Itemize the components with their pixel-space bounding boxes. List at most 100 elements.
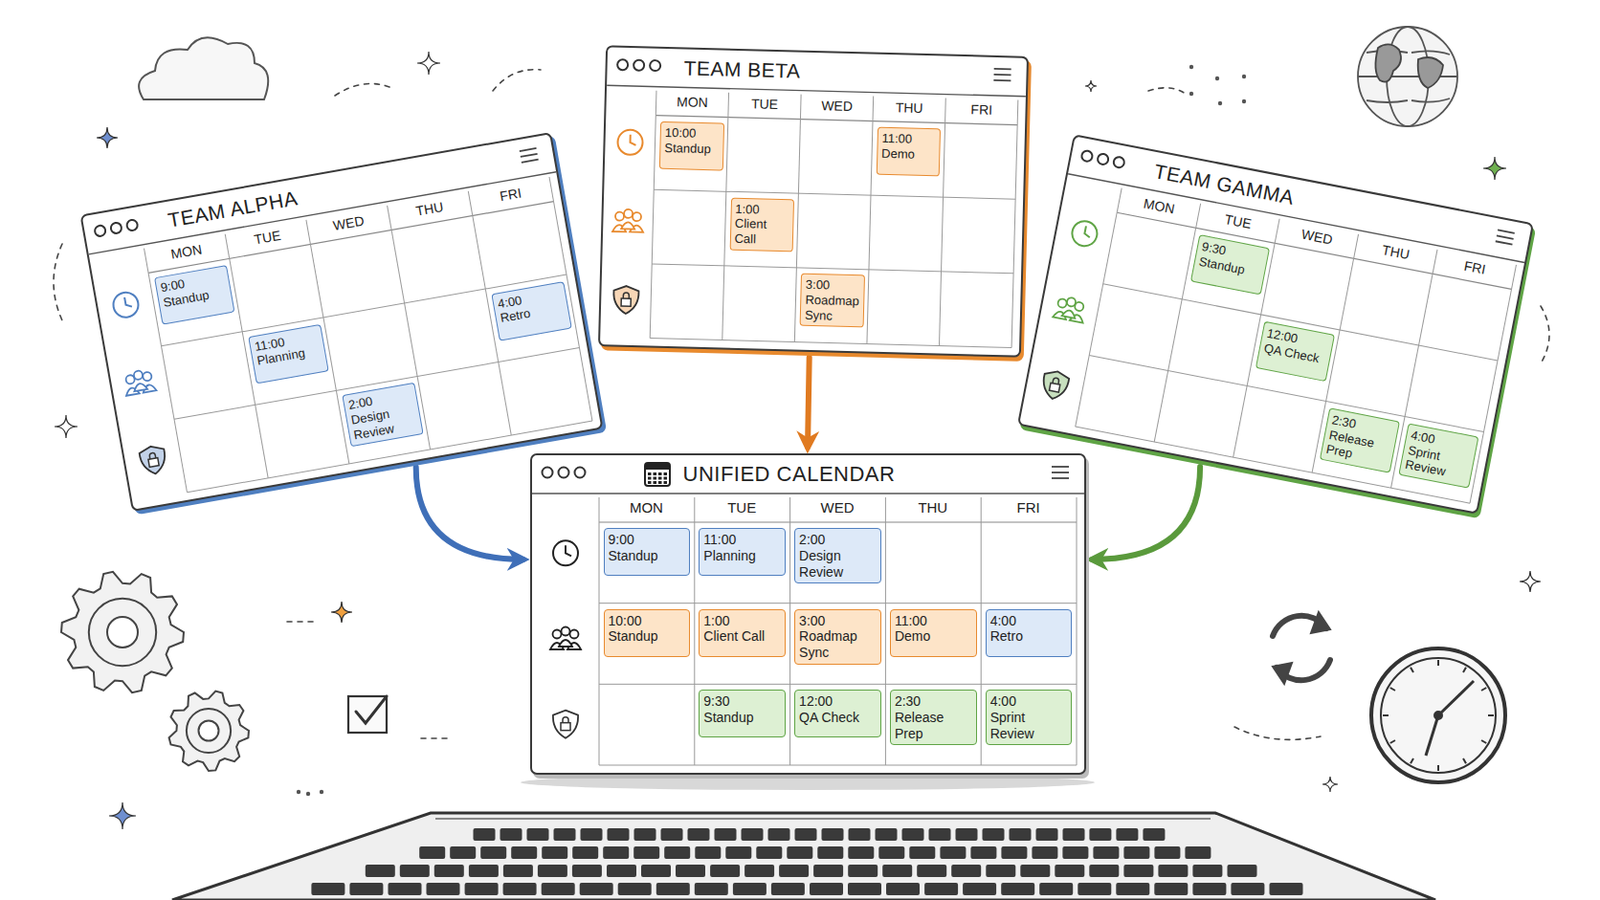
event-time: 11:00 — [881, 130, 936, 147]
window-dot — [574, 467, 585, 479]
key — [882, 865, 912, 878]
event-card: 2:30Release Prep — [889, 689, 978, 746]
key — [1157, 865, 1188, 878]
gear — [61, 572, 184, 693]
people-head — [552, 630, 561, 640]
event-card: 3:00Roadmap Sync — [800, 273, 866, 329]
event-title: Sprint Review — [990, 710, 1068, 743]
day-header: MON — [655, 91, 729, 112]
key — [1123, 865, 1154, 878]
grid-line — [1116, 212, 1512, 289]
grid-line — [1154, 203, 1200, 443]
people-body — [1062, 309, 1077, 319]
calendar-icon-cell — [658, 472, 663, 476]
key — [473, 828, 496, 842]
stand-shadow — [520, 775, 1095, 791]
menu-icon — [1051, 466, 1069, 468]
menu-icon — [1051, 471, 1069, 474]
key — [1088, 865, 1119, 878]
event-card: 9:30Standup — [698, 689, 786, 738]
event-card: 9:00Standup — [603, 528, 691, 577]
key — [1142, 828, 1165, 842]
event-time: 11:00 — [894, 613, 973, 630]
dot — [1215, 76, 1220, 81]
calendar-icon-cell — [647, 472, 652, 476]
sparkle-star — [417, 51, 441, 75]
key — [768, 828, 791, 842]
shield-icon — [613, 285, 640, 314]
calendar-icon-cell — [652, 472, 657, 476]
dot — [1242, 74, 1246, 79]
key — [970, 846, 997, 860]
event-card: 10:00Standup — [603, 609, 691, 658]
key — [733, 883, 767, 896]
key — [847, 846, 874, 860]
key — [1000, 883, 1035, 896]
key — [434, 865, 465, 878]
key — [480, 846, 507, 860]
key — [1269, 883, 1304, 896]
day-header: TUE — [693, 499, 790, 517]
event-title: Sprint Review — [1403, 443, 1471, 485]
key — [607, 828, 630, 842]
clock-pin — [1434, 711, 1443, 720]
key — [661, 828, 684, 842]
key — [985, 865, 1016, 878]
menu-icon — [1051, 477, 1069, 480]
event-title: Standup — [664, 139, 719, 156]
day-header: TUE — [1197, 205, 1280, 239]
key — [822, 828, 845, 842]
event-title: QA Check — [799, 710, 877, 727]
day-header: THU — [872, 97, 946, 117]
event-title: Retro — [990, 628, 1068, 645]
dot — [1189, 91, 1194, 96]
key — [955, 828, 978, 842]
event-time: 10:00 — [608, 613, 687, 630]
people-head — [1057, 298, 1068, 310]
event-card: 9:30Standup — [1190, 234, 1270, 295]
clock-hand — [1438, 681, 1474, 716]
event-card: 12:00QA Check — [794, 689, 882, 738]
event-title: Design Review — [799, 548, 877, 581]
grid-line — [649, 337, 1012, 348]
window-title: UNIFIED CALENDAR — [683, 463, 896, 487]
key — [449, 846, 476, 860]
clock-icon-hands — [565, 545, 572, 556]
day-header: WED — [800, 95, 874, 115]
squiggle — [1234, 727, 1321, 740]
calendar-icon-cell — [652, 477, 657, 481]
grid-line — [651, 263, 1014, 273]
menu-icon — [1495, 241, 1513, 245]
clock-tick — [1382, 714, 1389, 717]
sparkle-star — [1322, 777, 1338, 793]
grid-line — [599, 521, 1077, 523]
day-header: FRI — [1433, 251, 1516, 285]
grid-line — [599, 765, 1077, 767]
grid-line — [1469, 265, 1516, 504]
dot — [296, 790, 301, 795]
clock-rim — [1371, 648, 1506, 783]
clock-tick — [1390, 688, 1396, 691]
key — [664, 846, 690, 860]
clock-tick — [1410, 667, 1414, 673]
key — [500, 828, 523, 842]
clock-tick — [1437, 765, 1440, 772]
event-title: Demo — [894, 628, 973, 645]
grid-line — [693, 497, 695, 766]
event-card: 12:00QA Check — [1255, 321, 1335, 382]
calendar-window: TEAM GAMMA9:30Standup12:00QA Check2:30Re… — [1017, 133, 1534, 515]
key — [426, 883, 461, 896]
key — [916, 865, 947, 878]
day-header: THU — [1355, 236, 1438, 269]
lock-shackle — [622, 292, 629, 299]
window-dot — [110, 222, 123, 235]
calendar-icon-cell — [658, 477, 663, 481]
key — [1115, 828, 1138, 842]
title-bar-rule — [532, 492, 1085, 494]
key — [468, 865, 499, 878]
gears — [61, 572, 249, 772]
event-title: Client Call — [733, 216, 789, 248]
day-header: THU — [387, 192, 472, 224]
squiggle — [53, 244, 63, 321]
